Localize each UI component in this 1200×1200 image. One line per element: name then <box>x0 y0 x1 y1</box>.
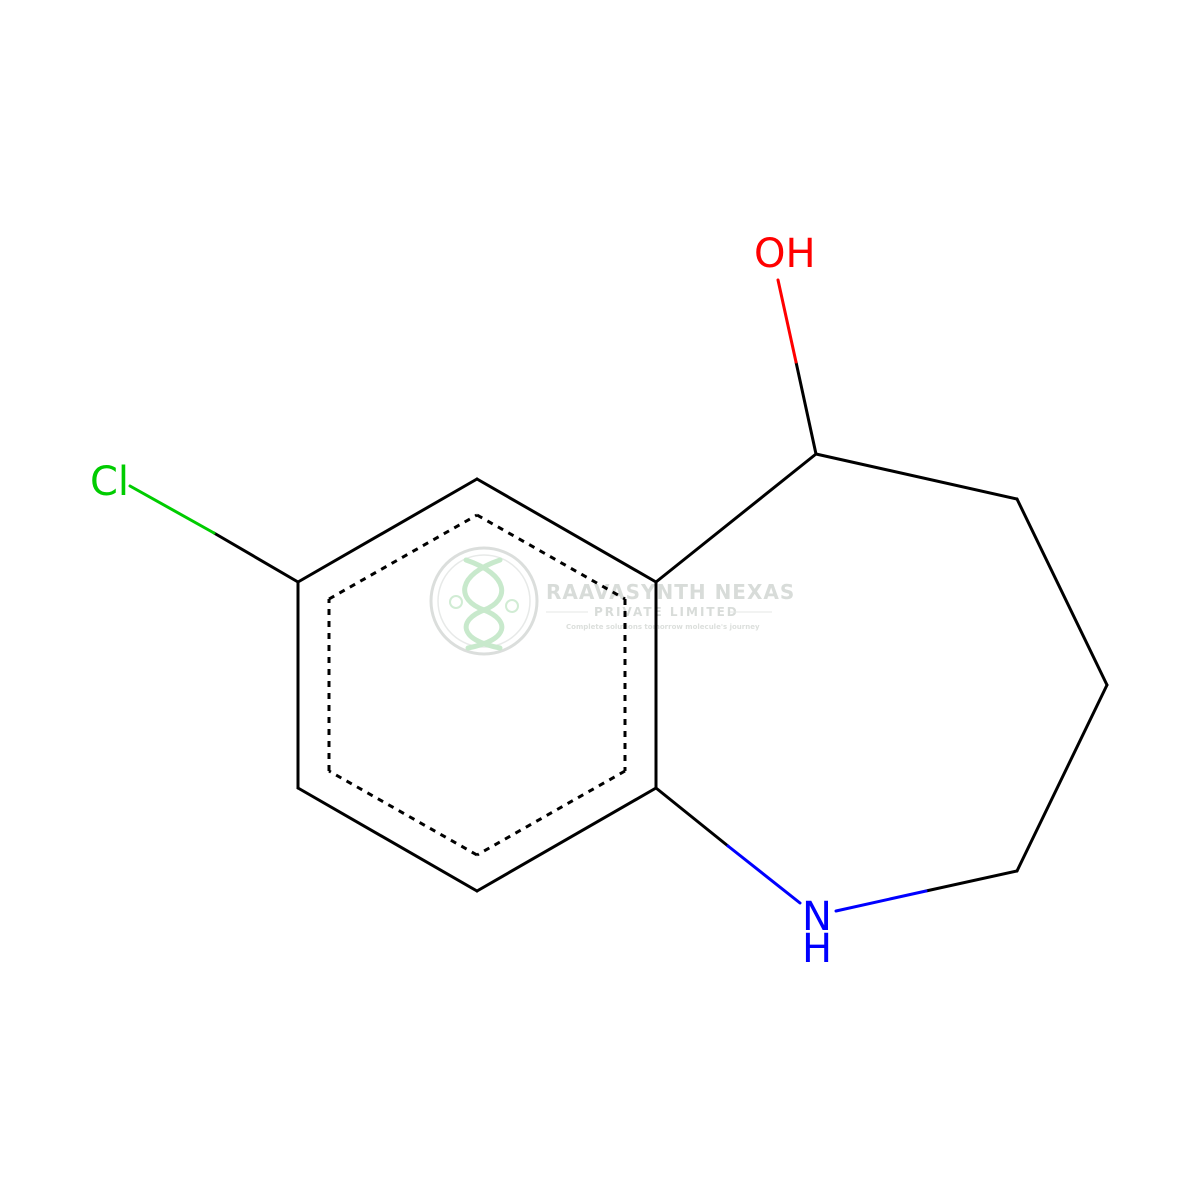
bond-c10-n-blue <box>834 889 928 913</box>
bond-c9-c10 <box>1015 683 1109 873</box>
bond-c1-cl-green <box>128 484 216 535</box>
amine-hydrogen-label: H <box>802 926 832 972</box>
bond-c1-cl-black <box>212 531 300 584</box>
aromatic-dash-4 <box>476 769 626 857</box>
benzene-ring <box>296 477 658 893</box>
watermark-node-right <box>505 599 519 613</box>
aromatic-dashes <box>327 513 627 857</box>
chlorine-label: Cl <box>90 459 129 505</box>
bond-c4-n-black <box>654 786 730 848</box>
bond-c2-c3 <box>475 477 658 584</box>
bond-c8-c9 <box>1015 497 1109 687</box>
watermark-node-left <box>449 595 463 609</box>
aromatic-dash-5 <box>328 769 478 857</box>
watermark-tagline: Complete solutions tomorrow molecule's j… <box>566 623 760 631</box>
bond-c1-c2 <box>296 477 479 584</box>
azepane-ring <box>654 452 1109 893</box>
bond-c7-c8 <box>814 452 1019 501</box>
bond-c3-c7 <box>654 452 818 584</box>
hydroxyl-label: OH <box>754 231 816 277</box>
watermark-logo-inner <box>437 554 531 648</box>
bond-c5-c6 <box>296 786 479 893</box>
aromatic-dash-2 <box>476 513 626 601</box>
bond-c7-o-red <box>776 278 798 364</box>
watermark-subtitle: PRIVATE LIMITED <box>594 605 739 619</box>
dna-helix-icon <box>462 557 505 651</box>
watermark-name: RAAVASYNTH NEXAS <box>546 580 795 604</box>
aromatic-dash-1 <box>328 513 478 601</box>
bond-c4-n-blue <box>726 844 802 905</box>
bond-c10-n-black <box>924 869 1019 893</box>
bond-c4-c5 <box>475 786 658 893</box>
nitrogen-label: N <box>802 894 832 940</box>
watermark: RAAVASYNTH NEXAS PRIVATE LIMITED Complet… <box>429 546 795 656</box>
watermark-logo-ring <box>429 546 539 656</box>
bond-c7-o-black <box>794 360 818 456</box>
